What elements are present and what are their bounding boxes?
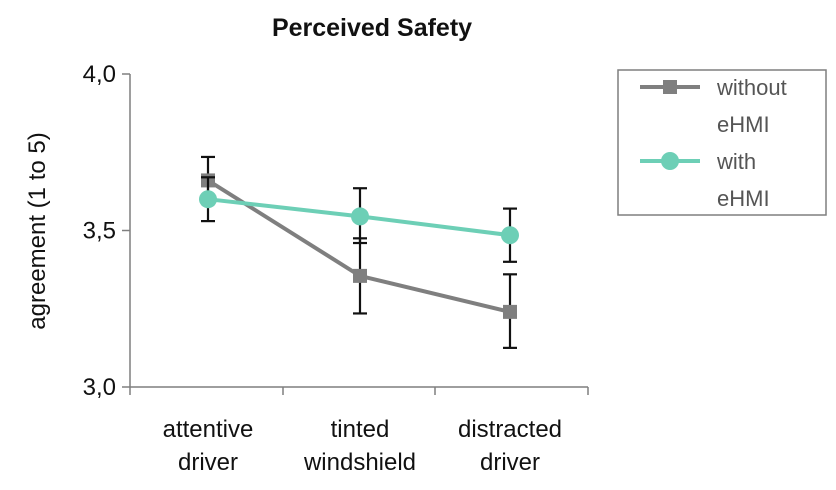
- series-without-ehmi: [201, 155, 517, 349]
- y-tick-label: 3,0: [83, 374, 116, 401]
- data-point-circle: [199, 190, 217, 209]
- legend-marker-circle: [661, 152, 679, 170]
- data-point-circle: [351, 207, 369, 226]
- y-tick-label: 4,0: [83, 61, 116, 88]
- data-point-circle: [501, 226, 519, 245]
- data-point-square: [503, 304, 517, 319]
- legend-marker-square: [663, 80, 677, 94]
- y-ticks: 3,0 3,5 4,0: [83, 61, 130, 401]
- x-ticks: [129, 387, 589, 395]
- data-point-square: [353, 268, 367, 283]
- y-tick-label: 3,5: [83, 218, 116, 245]
- chart-title: Perceived Safety: [272, 14, 472, 42]
- series-with-ehmi: [199, 176, 519, 263]
- series-layer: [199, 155, 519, 349]
- y-axis-label: agreement (1 to 5): [24, 132, 51, 329]
- legend-box: [617, 69, 827, 216]
